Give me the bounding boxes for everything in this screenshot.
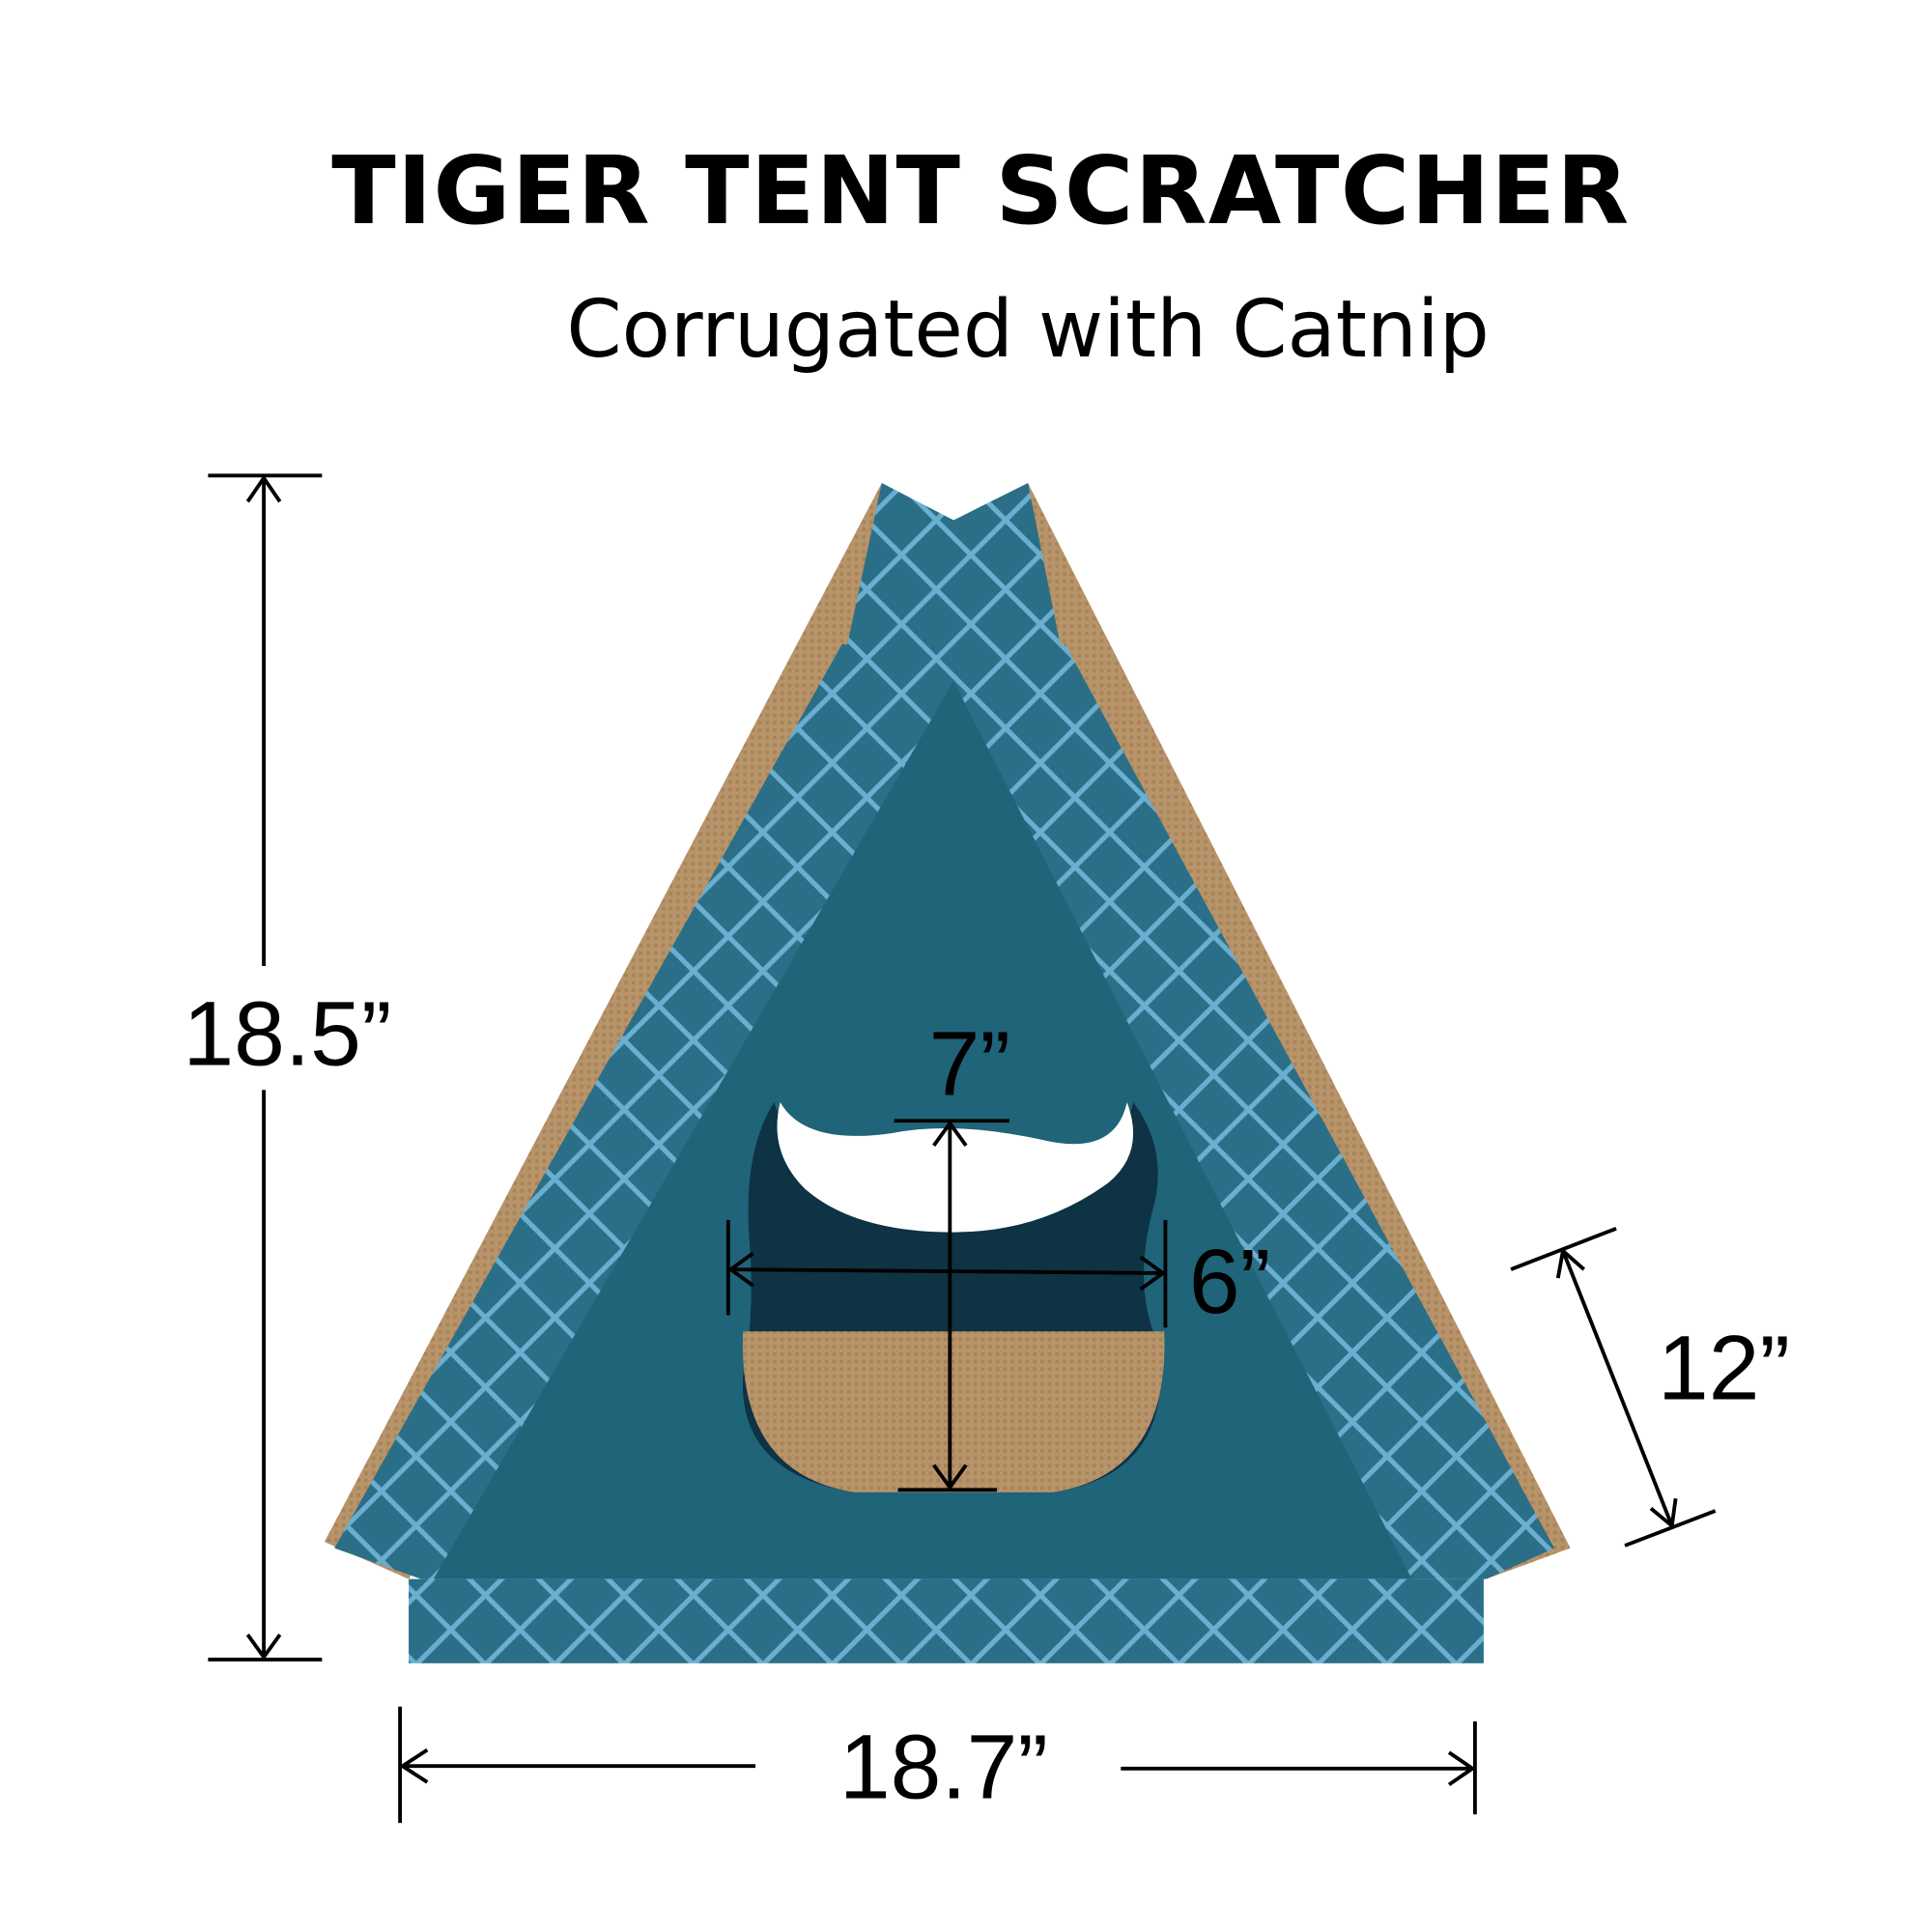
depth-label: 12” [1658,1318,1790,1420]
page-title: TIGER TENT SCRATCHER [331,136,1630,245]
opening-width-dimension [725,1219,1168,1328]
opening-height-label: 7” [929,1012,1010,1115]
opening-width-label: 6” [1189,1231,1270,1333]
width-dimension [398,1706,1477,1824]
width-label: 18.7” [839,1717,1048,1819]
opening-height-dimension [894,1119,1009,1492]
tent-scratcher-image [324,483,1571,1663]
depth-dimension [1510,1227,1717,1548]
height-dimension [208,473,323,1662]
subtitle: Corrugated with Catnip [566,284,1489,376]
height-label: 18.5” [183,983,391,1086]
